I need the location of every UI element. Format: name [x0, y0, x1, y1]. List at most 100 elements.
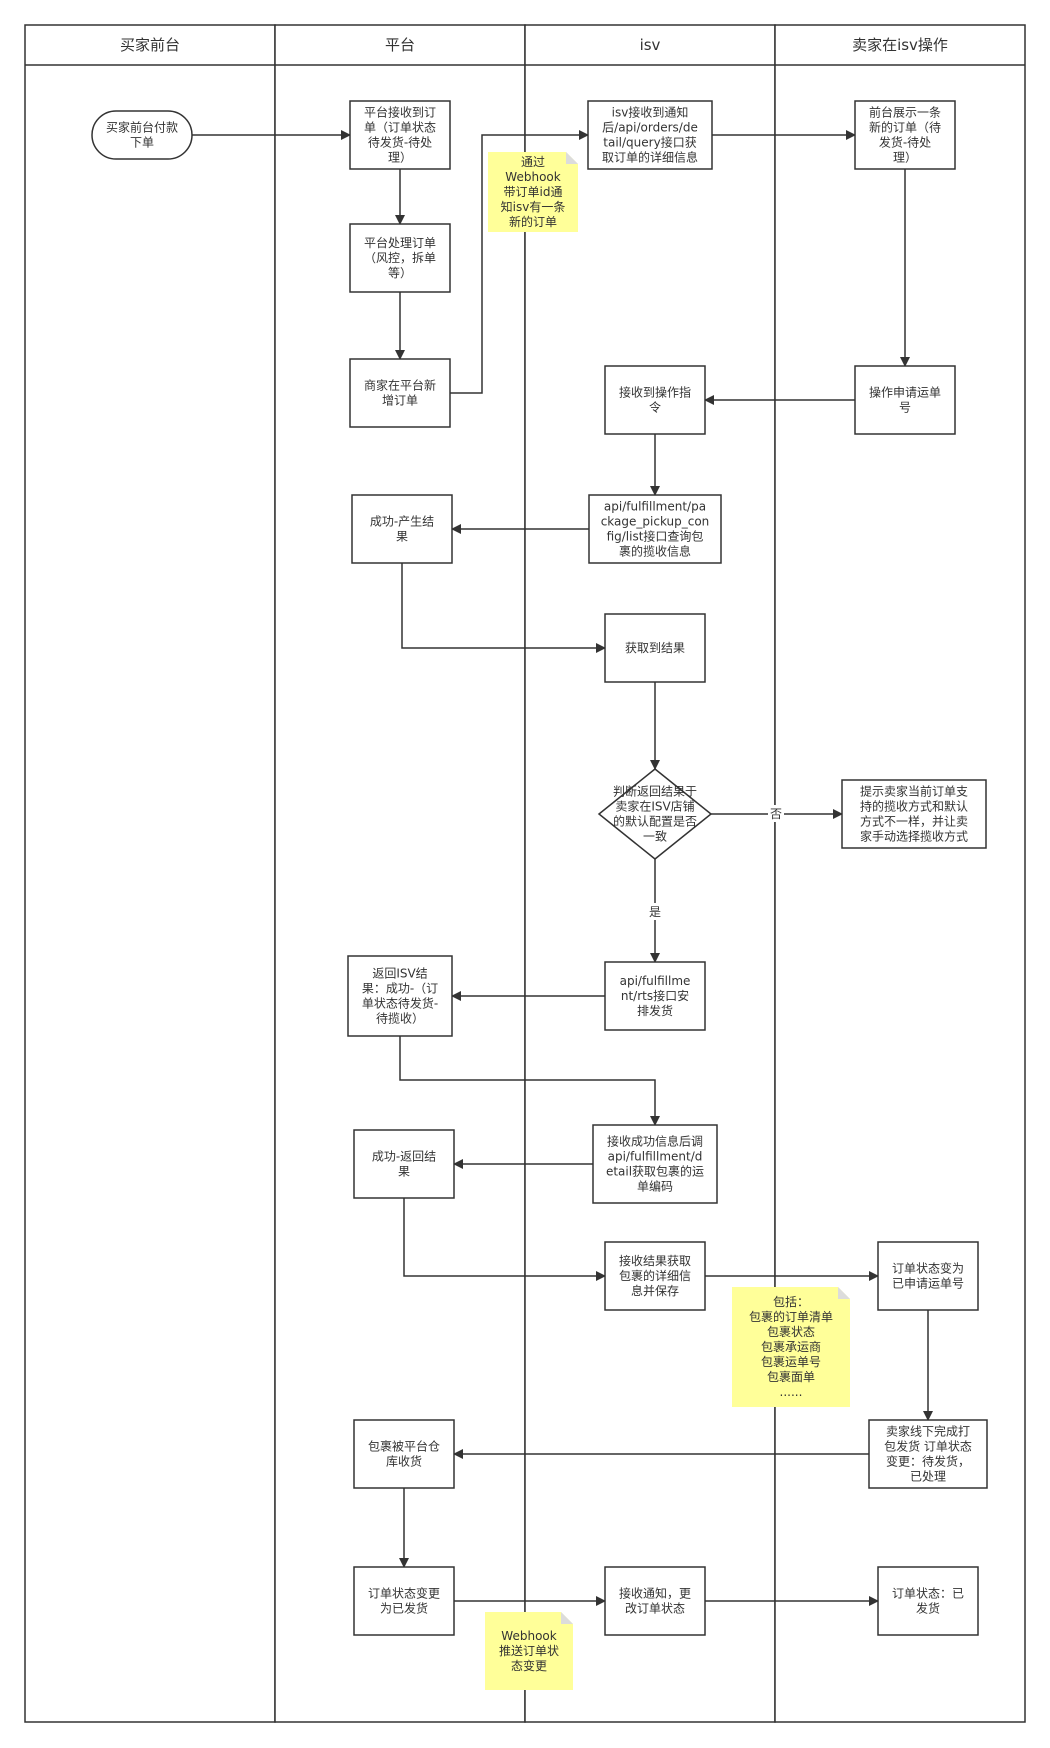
- node-text-line: 增订单: [382, 394, 418, 408]
- node-text-line: 排发货: [637, 1003, 673, 1018]
- node-text-line: 接收成功信息后调: [607, 1134, 703, 1149]
- node-text-line: api/fulfillment/d: [608, 1150, 703, 1164]
- node-text-line: 平台处理订单: [364, 235, 436, 250]
- node-text-line: 单状态待发货-: [362, 996, 438, 1011]
- node-text-line: 一致: [643, 830, 667, 844]
- node-plat-success2: 成功-返回结果: [353, 1129, 455, 1199]
- node-text-line: 订单状态变为: [892, 1261, 964, 1276]
- note-text-line: 带订单id通: [504, 185, 563, 199]
- lane-buyer: 买家前台: [24, 24, 276, 1723]
- edge-plat_success1-to-isv_result: [401, 563, 606, 653]
- node-text-line: 卖家在ISV店铺: [615, 799, 694, 814]
- note-note-package: 包括：包裹的订单清单包裹状态包裹承运商包裹运单号包裹面单......: [732, 1287, 850, 1407]
- node-text-line: 平台接收到订: [364, 105, 436, 120]
- node-text-line: 为已发货: [380, 1601, 428, 1616]
- node-text-line: 理）: [893, 151, 917, 165]
- note-text-line: 包括：: [773, 1294, 809, 1309]
- node-text-line: api/fulfillment/pa: [604, 500, 706, 514]
- edge-plat_return-to-isv_detail: [399, 1036, 660, 1126]
- node-text-line: 方式不一样，并让卖: [860, 814, 968, 829]
- note-text-line: 通过: [521, 155, 545, 169]
- note-text-line: 包裹面单: [767, 1369, 815, 1384]
- node-text-line: 裹的揽收信息: [619, 544, 691, 559]
- node-text-line: 成功-产生结: [370, 515, 434, 529]
- node-text-line: 果: [398, 1165, 410, 1179]
- node-text-line: 成功-返回结: [372, 1150, 436, 1164]
- node-text-line: 已处理: [910, 1470, 946, 1484]
- node-text-line: 下单: [130, 136, 154, 150]
- node-text-line: 令: [649, 400, 661, 415]
- node-text-line: 订单状态：已: [892, 1587, 964, 1601]
- node-text-line: 等）: [388, 266, 412, 280]
- edge-plat_success2-to-isv_save: [403, 1198, 606, 1281]
- lane-title-platform: 平台: [385, 36, 415, 54]
- node-text-line: ckage_pickup_con: [601, 515, 710, 529]
- node-text-line: 提示卖家当前订单支: [860, 784, 968, 799]
- note-text-line: ......: [780, 1385, 803, 1399]
- node-text-line: （风控，拆单: [364, 250, 436, 265]
- node-text-line: 判断返回结果于: [613, 784, 697, 799]
- node-text-line: 包发货 订单状态: [884, 1439, 972, 1454]
- node-text-line: 库收货: [386, 1454, 422, 1469]
- node-text-line: 订单状态变更: [368, 1586, 440, 1601]
- node-text-line: 号: [899, 401, 911, 415]
- node-text-line: 新的订单（待: [869, 120, 941, 135]
- node-text-line: etail获取包裹的运: [606, 1164, 704, 1179]
- node-text-line: 家手动选择揽收方式: [860, 829, 968, 844]
- node-plat-process: 平台处理订单（风控，拆单等）: [349, 223, 451, 293]
- node-text-line: 接收到操作指: [619, 385, 691, 400]
- node-text-line: 已申请运单号: [892, 1277, 964, 1291]
- node-text-line: 前台展示一条: [869, 105, 941, 120]
- node-isv-pickup: api/fulfillment/package_pickup_config/li…: [588, 494, 722, 564]
- lane-title-seller: 卖家在isv操作: [852, 36, 948, 54]
- node-text-line: 果：成功-（订: [362, 982, 438, 996]
- node-text-line: 持的揽收方式和默认: [860, 799, 968, 814]
- node-text-line: 发货-待处: [879, 135, 931, 150]
- node-text-line: 卖家线下完成打: [886, 1424, 970, 1439]
- note-text-line: 包裹承运商: [761, 1339, 821, 1354]
- node-text-line: 获取到结果: [625, 641, 685, 655]
- node-isv-result: 获取到结果: [604, 613, 706, 683]
- node-text-line: 取订单的详细信息: [602, 150, 698, 165]
- note-text-line: 包裹的订单清单: [749, 1309, 833, 1324]
- lane-title-isv: isv: [640, 36, 661, 54]
- node-text-line: 接收通知，更: [619, 1586, 691, 1601]
- node-isv-receive: isv接收到通知后/api/orders/detail/query接口获取订单的…: [587, 100, 713, 170]
- lane-title-buyer: 买家前台: [120, 36, 180, 54]
- node-seller-status2: 订单状态：已发货: [877, 1566, 979, 1636]
- node-text-line: 返回ISV结: [372, 967, 427, 981]
- node-text-line: 买家前台付款: [106, 120, 178, 135]
- node-text-line: 单编码: [637, 1179, 673, 1194]
- node-text-line: 商家在平台新: [364, 378, 436, 393]
- note-text-line: Webhook: [505, 170, 560, 184]
- note-text-line: 推送订单状: [499, 1643, 559, 1658]
- node-text-line: 待发货-待处: [368, 135, 432, 150]
- node-text-line: tail/query接口获: [603, 135, 696, 150]
- node-text-line: fig/list接口查询包: [607, 529, 704, 544]
- note-text-line: 知isv有一条: [501, 200, 566, 214]
- node-text-line: 理）: [388, 151, 412, 165]
- svg-text:是: 是: [649, 905, 661, 919]
- note-text-line: 包裹状态: [767, 1324, 815, 1339]
- edge-label-isv_judge-to-seller_hint: 否: [768, 805, 784, 822]
